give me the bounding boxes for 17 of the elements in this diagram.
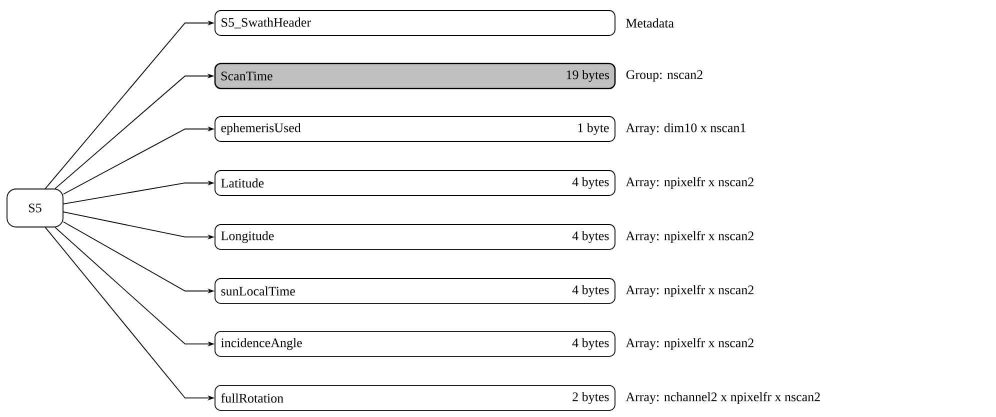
dataset-box: incidenceAngle 4 bytes [214, 331, 616, 357]
description-text: Array: npixelfr x nscan2 [626, 338, 754, 350]
dataset-box: Longitude 4 bytes [214, 224, 616, 250]
dataset-box: ephemerisUsed 1 byte [214, 116, 616, 142]
description-text: Group: nscan2 [626, 70, 702, 82]
description-text: Array: npixelfr x nscan2 [626, 177, 754, 189]
dataset-box: fullRotation 2 bytes [214, 385, 616, 411]
dataset-box: Latitude 4 bytes [214, 170, 616, 196]
description-text: Array: nchannel2 x npixelfr x nscan2 [626, 392, 820, 404]
dataset-box: S5_SwathHeader [214, 10, 616, 36]
description-text: Array: dim10 x nscan1 [626, 123, 746, 135]
root-box: S5 [6, 188, 64, 228]
dataset-box: sunLocalTime 4 bytes [214, 278, 616, 304]
description-text: Metadata [626, 18, 674, 28]
description-text: Array: npixelfr x nscan2 [626, 231, 754, 243]
description-text: Array: npixelfr x nscan2 [626, 285, 754, 297]
group-box: ScanTime 19 bytes [214, 62, 616, 90]
